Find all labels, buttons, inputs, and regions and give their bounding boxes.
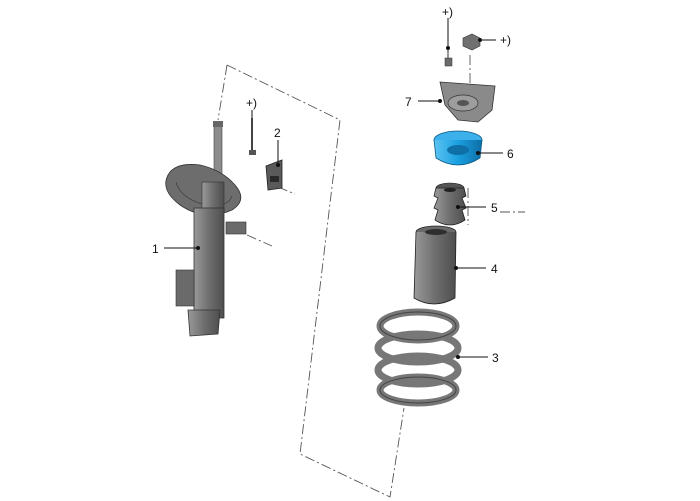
callout-5: 5 [491, 201, 498, 215]
top-mount-icon [439, 81, 496, 123]
bump-stop-icon [433, 182, 467, 226]
callout-4: 4 [491, 262, 498, 276]
fastener-mark-bracket-bolt: +) [246, 96, 257, 110]
callout-7: 7 [405, 95, 412, 109]
leader-lines [164, 18, 503, 359]
bracket-icon [265, 159, 283, 191]
top-nut-icon [462, 33, 481, 51]
fastener-mark-top-nut: +) [500, 33, 511, 47]
callout-1: 1 [152, 242, 159, 256]
callout-6: 6 [507, 147, 514, 161]
fastener-mark-top-bolt: +) [442, 5, 453, 19]
dust-boot-icon [413, 225, 457, 305]
callout-2: 2 [274, 126, 281, 140]
coil-spring-icon [374, 308, 462, 407]
callout-3: 3 [492, 351, 499, 365]
top-bolt-icon [444, 48, 453, 67]
strut-assembly-icon [165, 121, 247, 337]
spring-seat-icon [433, 130, 483, 166]
